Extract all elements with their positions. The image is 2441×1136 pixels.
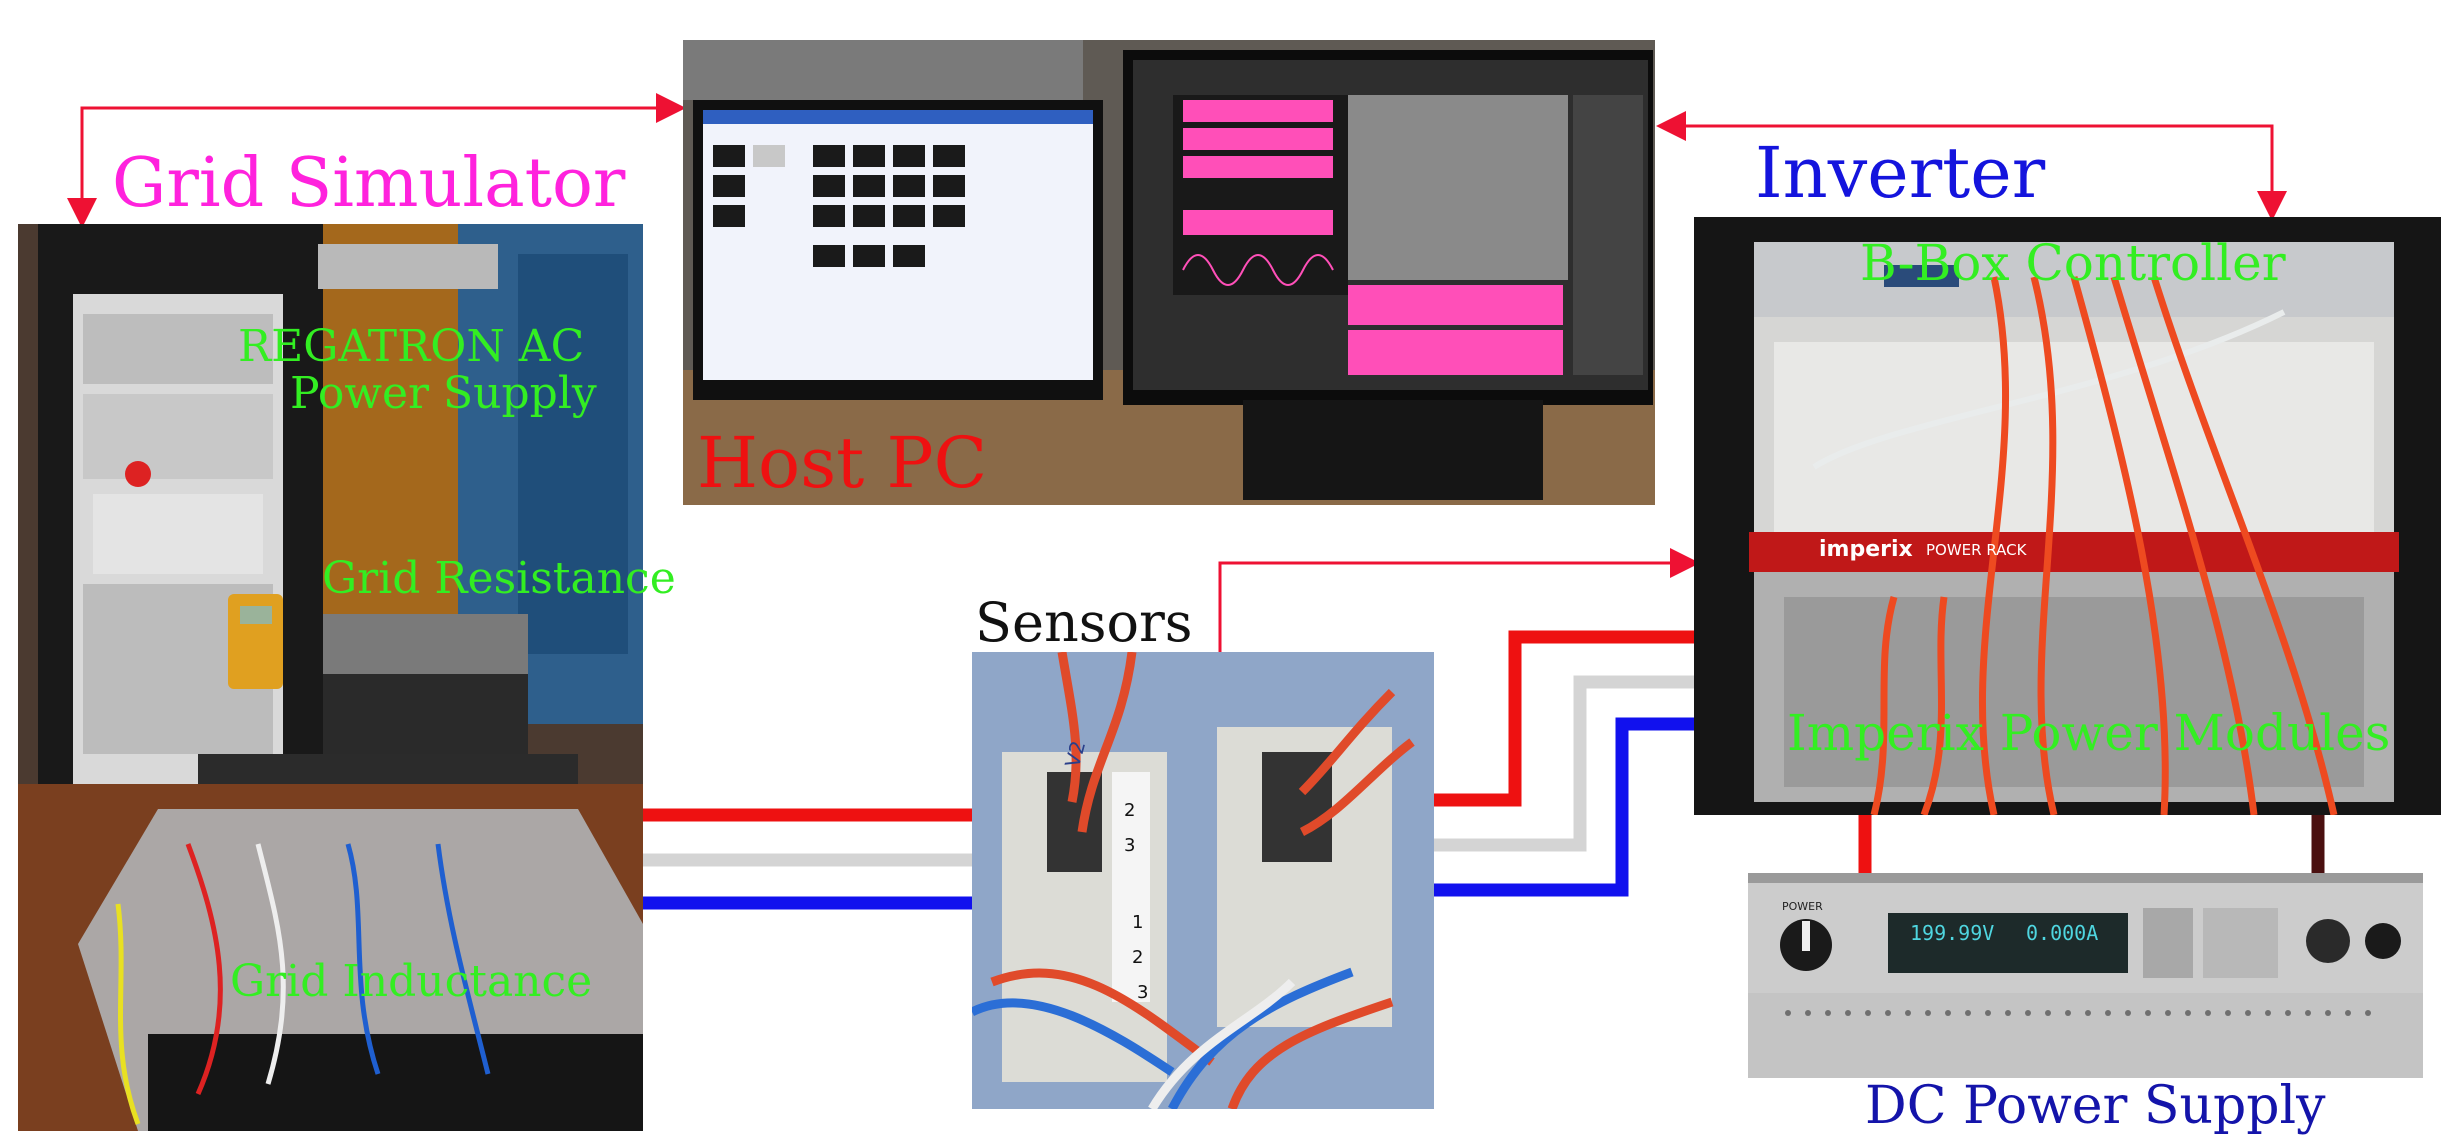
- dc-power-supply-label: DC Power Supply: [1865, 1076, 2326, 1136]
- sensor-v2-text: V2: [1060, 738, 1091, 770]
- dc-voltage-readout: 199.99V: [1910, 921, 1995, 945]
- dc-current-readout: 0.000A: [2026, 921, 2099, 945]
- sensor-num-1: 2: [1124, 800, 1136, 821]
- grid-simulator-photo: [18, 224, 643, 1131]
- dc-power-supply-photo: POWER 199.99V 0.000A: [1748, 873, 2423, 1078]
- inverter-photo: imperix POWER RACK: [1694, 217, 2441, 815]
- phase-line-blue-right: [1430, 717, 1700, 897]
- sensors-photo: V2 2 3 1 2 3: [972, 652, 1434, 1109]
- sensors-label: Sensors: [975, 591, 1193, 654]
- arrow-sensors-inverter: [1218, 548, 1700, 652]
- phase-line-grey-right: [1430, 675, 1700, 852]
- grid-resistance-label: Grid Resistance: [322, 553, 676, 604]
- dc-knob-label: POWER: [1782, 900, 1823, 913]
- sensor-num-4: 2: [1132, 947, 1144, 968]
- power-rack-text: POWER RACK: [1926, 541, 2027, 559]
- inverter-label: Inverter: [1755, 132, 2046, 214]
- host-pc-label: Host PC: [697, 422, 988, 504]
- host-pc-photo: [683, 40, 1655, 505]
- grid-simulator-label: Grid Simulator: [112, 144, 626, 223]
- imperix-brand-text: imperix: [1819, 537, 1913, 562]
- sensor-num-2: 3: [1124, 835, 1136, 856]
- bbox-controller-label: B-Box Controller: [1860, 234, 2286, 292]
- sensor-num-3: 1: [1132, 912, 1144, 933]
- grid-inductance-label: Grid Inductance: [230, 956, 593, 1007]
- regatron-label-line1: REGATRON AC: [238, 321, 585, 372]
- regatron-label-line2: Power Supply: [290, 368, 597, 419]
- imperix-power-modules-label: Imperix Power Modules: [1787, 704, 2391, 762]
- sensor-num-5: 3: [1137, 982, 1149, 1003]
- phase-line-red-right: [1430, 630, 1700, 807]
